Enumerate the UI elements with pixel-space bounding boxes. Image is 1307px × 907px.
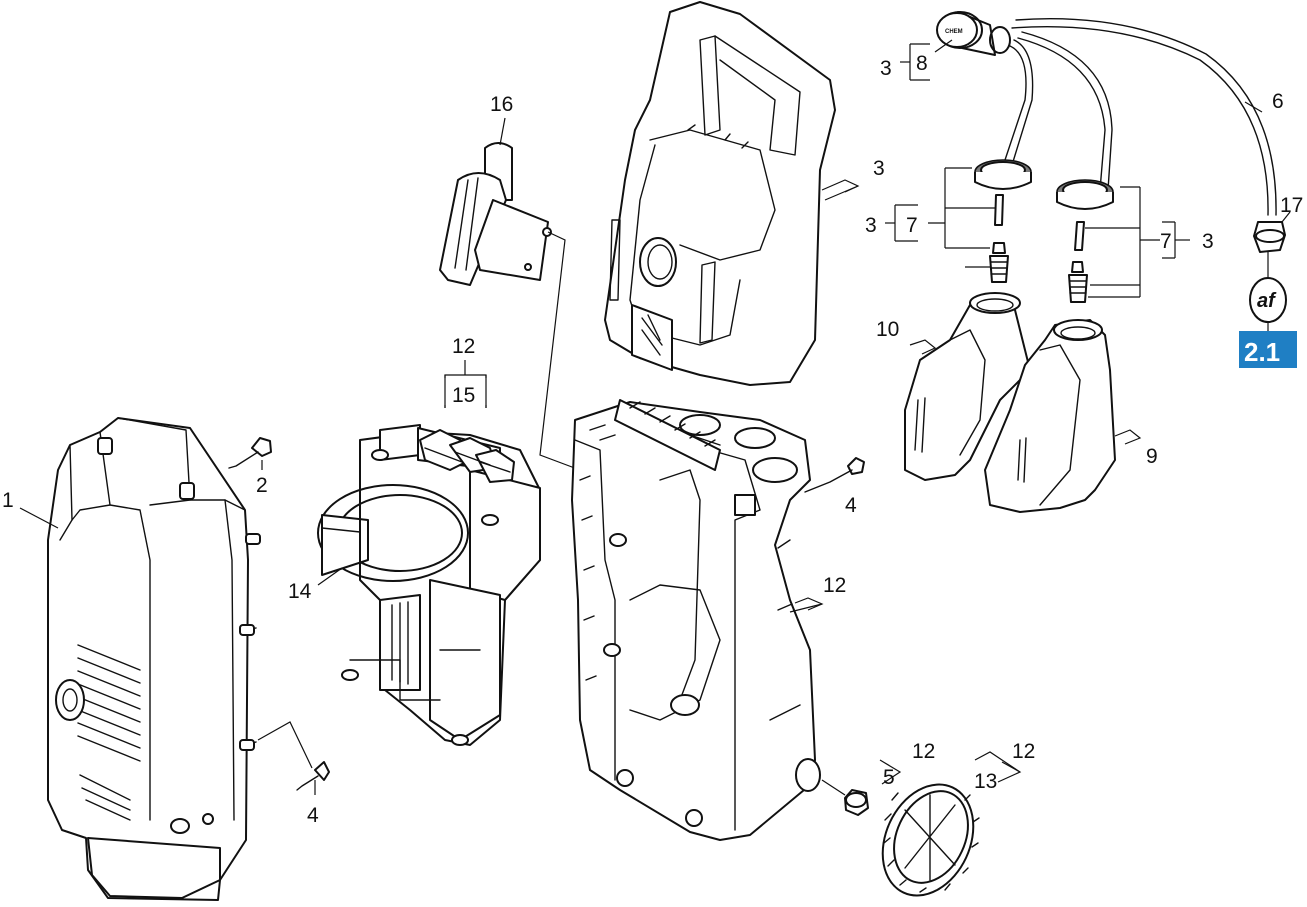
label-5: 5 [883, 766, 895, 789]
label-15: 15 [452, 384, 475, 407]
label-14: 14 [288, 580, 312, 603]
label-10: 10 [876, 318, 899, 341]
front-cover-part [47, 417, 261, 901]
suction-hose-part [999, 18, 1277, 216]
label-12-wheel: 12 [1012, 740, 1035, 763]
label-9: 9 [1146, 445, 1158, 468]
handle-part [604, 1, 860, 386]
label-6: 6 [1272, 90, 1284, 113]
label-4-right: 4 [845, 494, 857, 517]
label-3-mid: 3 [873, 157, 885, 180]
label-8: 8 [916, 52, 928, 75]
label-7-right: 7 [1160, 230, 1172, 253]
label-4-left: 4 [307, 804, 319, 827]
label-2: 2 [256, 474, 268, 497]
hose-connector-part-17 [1253, 211, 1291, 280]
label-17: 17 [1280, 194, 1303, 217]
screw-part-4-right [804, 457, 865, 493]
label-16: 16 [490, 93, 513, 116]
label-3-top: 3 [880, 57, 892, 80]
label-3-left: 3 [865, 214, 877, 237]
hose-holder-part [439, 142, 581, 471]
label-1: 1 [2, 489, 14, 512]
af-text: af [1257, 290, 1277, 312]
wheel-part [881, 751, 1022, 897]
label-7-left: 7 [906, 214, 918, 237]
screw-part-4-left [257, 721, 330, 791]
motor-bracket-part [317, 424, 541, 746]
label-13: 13 [974, 770, 997, 793]
part-labels: 1 2 3 3 3 3 4 4 5 6 7 7 8 9 10 12 12 12 … [2, 52, 1303, 827]
reference-badge-2-1[interactable]: 2.1 [1239, 331, 1297, 368]
label-3-right: 3 [1202, 230, 1214, 253]
reference-badge-text[interactable]: 2.1 [1244, 337, 1280, 367]
screw-part-2 [228, 437, 272, 469]
label-12-top: 12 [452, 335, 475, 358]
label-12-wheel-cap: 12 [912, 740, 935, 763]
chem-cap-part: CHEM [934, 11, 1011, 56]
housing-part [571, 399, 821, 841]
cap-chem-text: CHEM [945, 29, 963, 35]
af-symbol: af [1249, 277, 1287, 340]
marker-12-mid [789, 597, 824, 613]
wheel-cap-part [821, 759, 902, 816]
detergent-tank-part-10 [904, 292, 1031, 481]
label-12-mid: 12 [823, 574, 846, 597]
filter-assembly-right [1056, 179, 1114, 303]
filter-assembly-left [974, 159, 1032, 283]
detergent-tank-part-9 [984, 319, 1142, 513]
leader-lines [19, 43, 1263, 795]
